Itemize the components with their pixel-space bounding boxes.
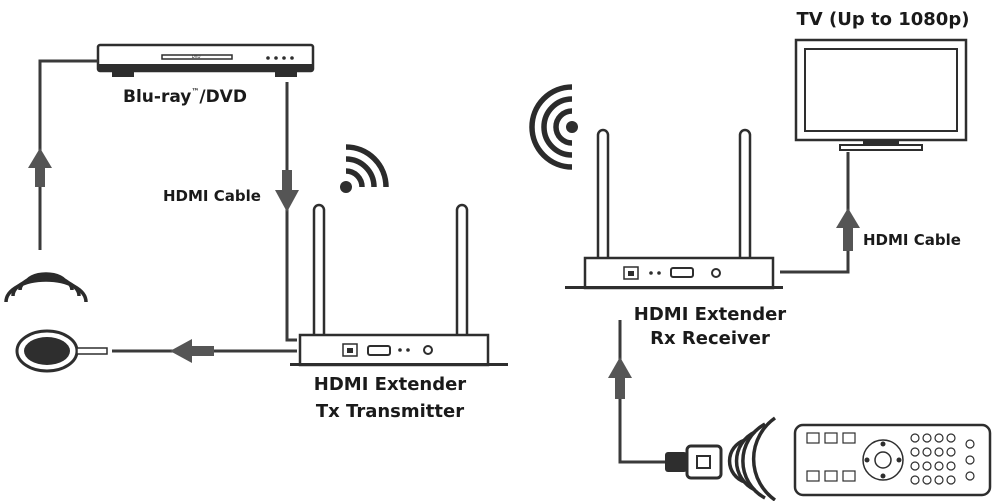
rx-label-line1: HDMI Extender (634, 304, 787, 325)
up-arrow-hdmi (836, 208, 860, 251)
hdmi-cable-left-label: HDMI Cable (163, 187, 261, 205)
player-badge: DVD (192, 54, 201, 59)
wifi-signal-icon (340, 144, 389, 193)
left-arrow-ir (170, 339, 214, 363)
remote-control-icon (793, 423, 992, 497)
down-arrow-hdmi (275, 170, 299, 212)
ir-emitter-icon (4, 272, 108, 373)
transmitter-icon (290, 203, 508, 367)
up-arrow-ir (608, 357, 632, 399)
hdmi-cable-rx-wire (780, 152, 850, 274)
ir-loop-wire (38, 59, 98, 250)
bluray-player-icon: DVD (96, 43, 315, 77)
ir-receiver-icon (665, 444, 723, 480)
tv-icon (794, 38, 968, 151)
up-arrow-left (28, 148, 52, 187)
hdmi-cable-tx-wire (285, 82, 297, 342)
rx-label-line2: Rx Receiver (650, 328, 770, 349)
tx-label-line1: HDMI Extender (314, 374, 467, 395)
tv-label: TV (Up to 1080p) (797, 9, 970, 30)
tx-label-line2: Tx Transmitter (316, 401, 464, 422)
wifi-signal-icon (529, 84, 578, 170)
hdmi-cable-right-label: HDMI Cable (863, 231, 961, 249)
bluray-label: Blu-ray™/DVD (123, 87, 247, 107)
receiver-icon (565, 128, 783, 290)
ir-wave-icon (727, 416, 777, 501)
